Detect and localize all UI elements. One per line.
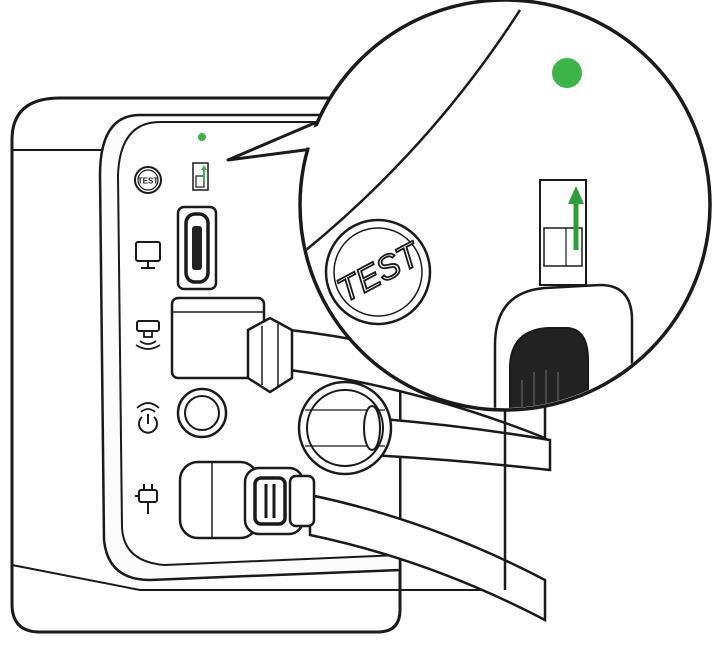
power-button-icon [136, 402, 160, 434]
test-button-icon: TEST [134, 166, 162, 194]
wireless-sensor-icon [135, 320, 161, 350]
dip-switch-large [539, 179, 587, 286]
status-led-small [198, 133, 206, 141]
status-led-large [552, 58, 582, 88]
test-button-large: TEST [324, 218, 432, 326]
dip-switch-small [192, 162, 209, 191]
power-plug-icon [135, 484, 158, 514]
test-label-small: TEST [138, 177, 159, 186]
power-button [176, 387, 228, 439]
round-connector [297, 380, 393, 476]
hdmi-port [176, 205, 218, 291]
monitor-icon [135, 241, 161, 269]
up-arrow-icon [568, 186, 584, 204]
power-connector [178, 460, 316, 540]
magnifier-callout: TEST [226, 0, 712, 412]
sensor-plug [170, 296, 294, 394]
